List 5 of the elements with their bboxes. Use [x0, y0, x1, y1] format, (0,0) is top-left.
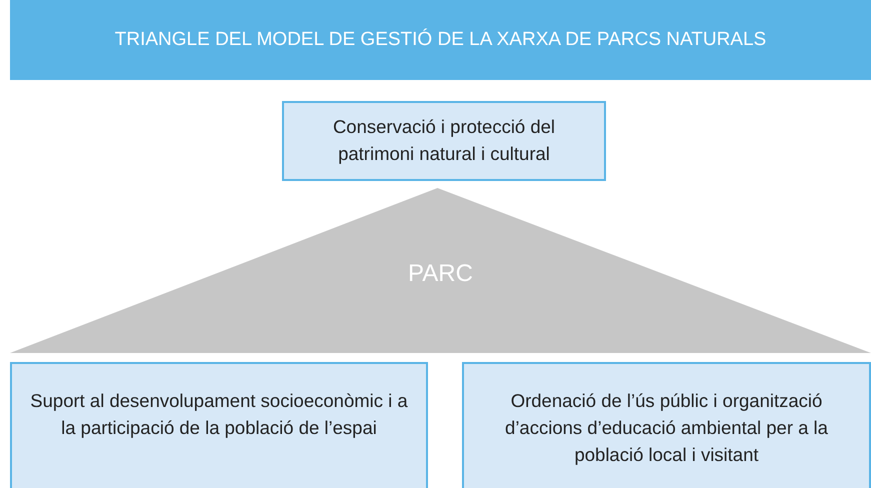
triangle-label: PARC	[407, 260, 474, 288]
goal-box: Conservació i protecció del patrimoni natural i cultural	[282, 101, 606, 181]
goal-box: Suport al desenvolupament socioeconòmic i a la participació de la població de l’espai	[10, 362, 428, 488]
goal-box: Ordenació de l’ús públic i organització d’accions d’educació ambiental per a la població local i visitant	[462, 362, 871, 488]
title-banner: TRIANGLE DEL MODEL DE GESTIÓ DE LA XARXA DE PARCS NATURALS	[10, 0, 871, 80]
